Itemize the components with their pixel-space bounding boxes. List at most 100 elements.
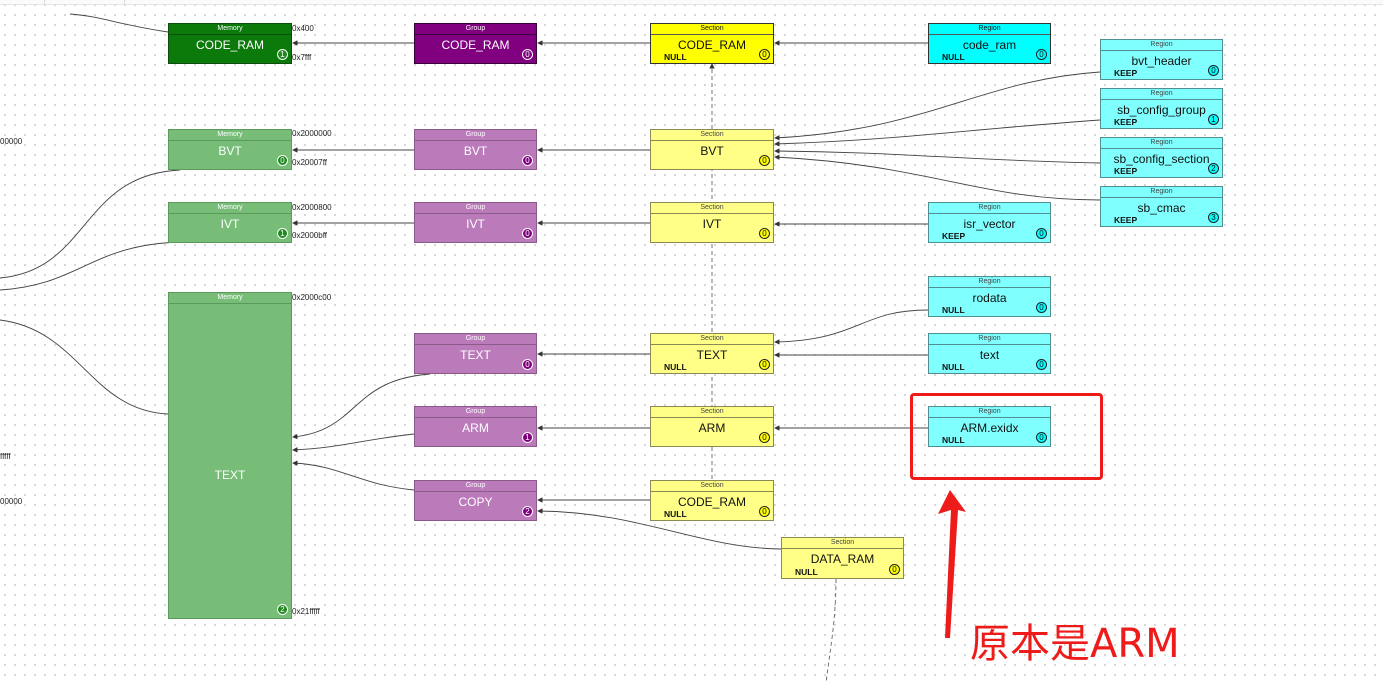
wire-arm-group-to-memory <box>292 433 415 453</box>
node-badge: 1 <box>1208 114 1219 125</box>
node-badge: 0 <box>522 359 533 370</box>
group-bvt[interactable]: Group BVT 0 <box>414 129 537 170</box>
memory-start-address: 0x2000000 <box>292 129 332 138</box>
node-name: sb_config_group <box>1117 103 1206 117</box>
region-rodata[interactable]: Region rodata NULL 0 <box>928 276 1051 317</box>
annotation-highlight-box <box>910 393 1103 480</box>
node-flag: NULL <box>942 362 965 372</box>
group-arm[interactable]: Group ARM 1 <box>414 406 537 447</box>
node-flag: NULL <box>942 305 965 315</box>
node-name: BVT <box>218 144 242 158</box>
node-name: IVT <box>702 217 722 231</box>
memory-start-address: 0x400 <box>292 24 314 33</box>
node-flag: NULL <box>795 567 818 577</box>
top-toolbar-strip <box>0 0 1383 5</box>
node-type-label: Region <box>1101 138 1222 149</box>
section-code-ram[interactable]: Section CODE_RAM NULL 0 <box>650 23 774 64</box>
node-badge: 2 <box>522 506 533 517</box>
node-name: CODE_RAM <box>441 38 510 52</box>
node-badge: 0 <box>522 49 533 60</box>
region-isr-vector[interactable]: Region isr_vector KEEP 0 <box>928 202 1051 243</box>
node-name: sb_config_section <box>1113 152 1210 166</box>
memory-code-ram[interactable]: Memory CODE_RAM 1 <box>168 23 292 64</box>
group-copy[interactable]: Group COPY 2 <box>414 480 537 521</box>
region-sb-cmac[interactable]: Region sb_cmac KEEP 3 <box>1100 186 1223 227</box>
region-sb-config-section[interactable]: Region sb_config_section KEEP 2 <box>1100 137 1223 178</box>
memory-end-address: 0x2000bff <box>292 231 327 240</box>
node-type-label: Memory <box>169 24 291 35</box>
wire-bvt-header-to-bvt <box>774 71 1101 141</box>
node-name: sb_cmac <box>1137 201 1186 215</box>
node-name: DATA_RAM <box>810 552 875 566</box>
memory-start-address: 0x2000800 <box>292 203 332 212</box>
wire-text-memory-left <box>0 319 169 415</box>
node-badge: 0 <box>1036 49 1047 60</box>
memory-start-address: 0x2000c00 <box>292 293 332 302</box>
annotation-arrow-icon <box>938 490 966 638</box>
node-badge: 1 <box>277 49 288 60</box>
wire-text-group-to-memory <box>292 373 431 440</box>
node-flag: NULL <box>942 52 965 62</box>
group-text[interactable]: Group TEXT 0 <box>414 333 537 374</box>
node-name: TEXT <box>696 348 728 362</box>
node-flag: KEEP <box>1114 215 1138 225</box>
section-data-ram[interactable]: Section DATA_RAM NULL 0 <box>781 537 904 579</box>
node-name: IVT <box>220 217 240 231</box>
node-name: COPY <box>458 495 493 509</box>
wire-bvt-memory-left <box>0 169 181 279</box>
annotation-text: 原本是ARM <box>970 621 1180 667</box>
node-type-label: Region <box>929 203 1050 214</box>
node-name: CODE_RAM <box>677 38 746 52</box>
dashed-data-ram-link <box>825 578 837 683</box>
region-code-ram[interactable]: Region code_ram NULL 0 <box>928 23 1051 64</box>
node-name: ARM <box>462 421 489 435</box>
node-name: ARM <box>698 421 726 435</box>
node-flag: KEEP <box>942 231 966 241</box>
memory-bvt[interactable]: Memory BVT 0 <box>168 129 292 170</box>
node-name: TEXT <box>214 468 246 482</box>
group-code-ram[interactable]: Group CODE_RAM 0 <box>414 23 537 64</box>
node-flag: NULL <box>664 509 687 519</box>
node-name: CODE_RAM <box>677 495 746 509</box>
node-badge: 0 <box>1208 65 1219 76</box>
memory-text[interactable]: Memory TEXT 2 <box>168 292 292 619</box>
region-arm-exidx[interactable]: Region ARM.exidx NULL 0 <box>928 406 1051 447</box>
node-name: text <box>979 348 1000 362</box>
region-text[interactable]: Region text NULL 0 <box>928 333 1051 374</box>
wire-ivt-memory-left <box>0 241 181 291</box>
section-arm[interactable]: Section ARM 0 <box>650 406 774 447</box>
toolbar-segment <box>44 0 125 4</box>
section-code-ram-load[interactable]: Section CODE_RAM NULL 0 <box>650 480 774 521</box>
node-badge: 0 <box>889 564 900 575</box>
node-badge: 0 <box>1036 432 1047 443</box>
node-type-label: Group <box>415 407 536 418</box>
node-name: ARM.exidx <box>960 421 1019 435</box>
node-badge: 1 <box>522 432 533 443</box>
node-badge: 0 <box>759 49 770 60</box>
wire-data-ram-section-to-copy <box>537 508 782 550</box>
node-badge: 0 <box>277 155 288 166</box>
node-type-label: Region <box>1101 187 1222 198</box>
section-text[interactable]: Section TEXT NULL 0 <box>650 333 774 374</box>
node-type-label: Section <box>651 407 773 418</box>
node-type-label: Group <box>415 24 536 35</box>
node-type-label: Region <box>929 277 1050 288</box>
group-ivt[interactable]: Group IVT 0 <box>414 202 537 243</box>
node-flag: NULL <box>664 52 687 62</box>
region-sb-config-group[interactable]: Region sb_config_group KEEP 1 <box>1100 88 1223 129</box>
region-bvt-header[interactable]: Region bvt_header KEEP 0 <box>1100 39 1223 80</box>
node-name: BVT <box>700 144 724 158</box>
section-bvt[interactable]: Section BVT 0 <box>650 129 774 170</box>
section-ivt[interactable]: Section IVT 0 <box>650 202 774 243</box>
node-type-label: Group <box>415 130 536 141</box>
memory-ivt[interactable]: Memory IVT 1 <box>168 202 292 243</box>
memory-end-address: 0x21fffff <box>292 607 320 616</box>
node-badge: 0 <box>1036 302 1047 313</box>
node-name: IVT <box>466 217 485 231</box>
offscreen-address-label: 00000 <box>0 497 23 506</box>
node-badge: 0 <box>759 432 770 443</box>
node-name: rodata <box>972 291 1007 305</box>
node-name: BVT <box>463 144 488 158</box>
node-type-label: Region <box>929 24 1050 35</box>
wire-sb-config-section-to-bvt <box>774 148 1101 164</box>
